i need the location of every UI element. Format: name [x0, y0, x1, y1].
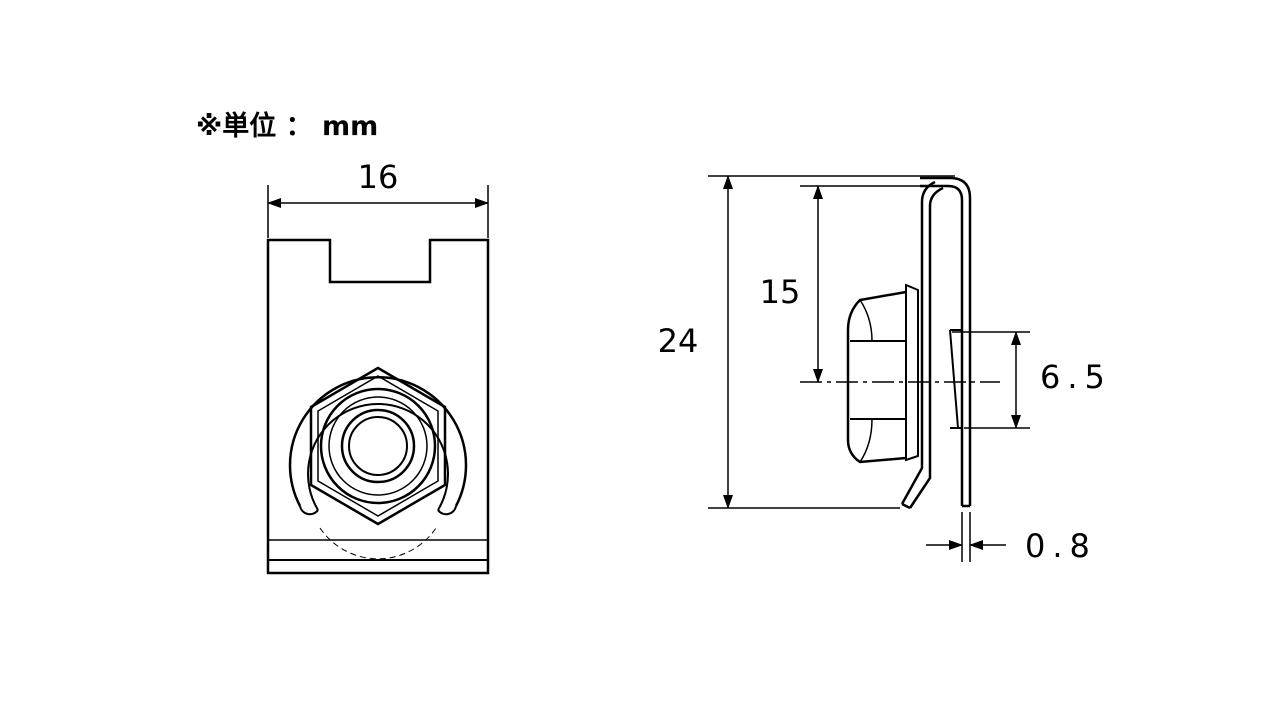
side-view [846, 176, 972, 510]
hex-nut [309, 366, 447, 526]
offset-dimension [952, 331, 1030, 429]
retainer-ring-outer [288, 376, 468, 507]
retainer-ring-inner [307, 403, 449, 511]
width-label: 16 [358, 158, 399, 196]
clip-side-outer-inner [920, 184, 964, 506]
thickness-dimension [926, 512, 1006, 562]
hole-center-dimension [800, 185, 920, 383]
nut-flange-side [905, 283, 919, 462]
front-view [266, 238, 490, 575]
unit-note: ※単位 ： mm [196, 110, 378, 142]
width-dimension [267, 185, 489, 238]
nut-flange [319, 387, 437, 505]
clip-tongue [900, 180, 936, 505]
nut-barrel [949, 329, 962, 429]
thickness-label: 0.8 [1025, 527, 1097, 565]
height-label: 24 [658, 322, 699, 360]
clip-outline [266, 238, 490, 575]
clip-side-outer [920, 176, 972, 506]
hole-center-label: 15 [760, 273, 801, 311]
offset-label: 6.5 [1040, 358, 1112, 396]
height-dimension [708, 175, 955, 509]
hex-nut-side [846, 290, 907, 464]
nut-bore [340, 408, 416, 484]
